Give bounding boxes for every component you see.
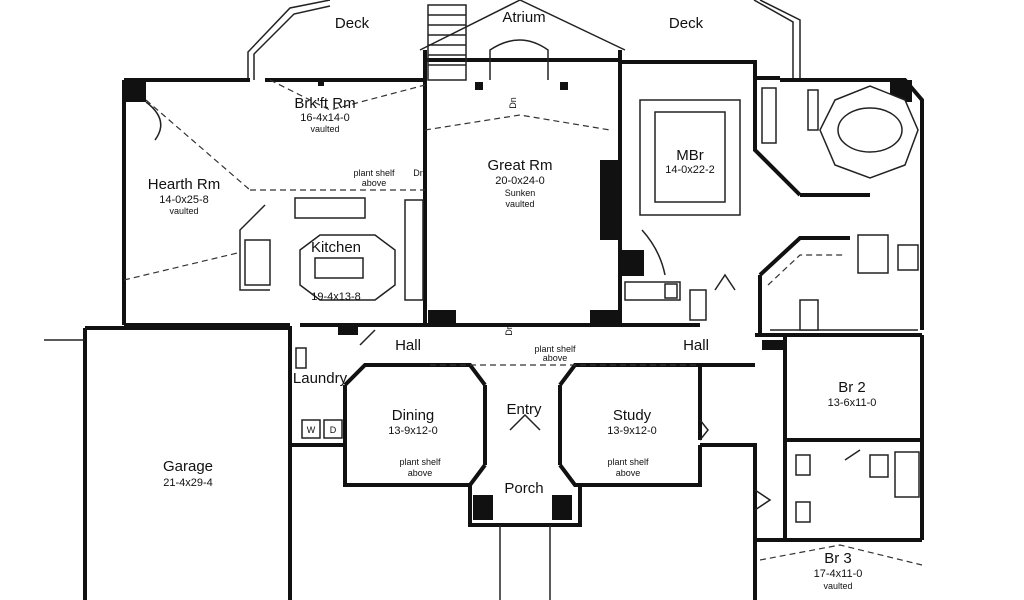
- hearth-label: Hearth Rm: [148, 176, 221, 193]
- br3-dims: 17-4x11-0: [814, 568, 863, 580]
- br3-note: vaulted: [823, 581, 852, 591]
- plant-shelf-above-dining: above: [408, 468, 433, 478]
- plant-shelf-note-dining: plant shelf: [399, 457, 441, 467]
- master-bath-fixtures: [761, 85, 919, 274]
- plant-shelf-note-hall: plant shelf: [534, 344, 576, 354]
- br3-label: Br 3: [824, 550, 852, 567]
- hall-bath-fixtures: [795, 451, 920, 523]
- great-room-label: Great Rm: [487, 157, 552, 174]
- porch-label: Porch: [504, 480, 543, 497]
- deck-right-outline: [753, 0, 801, 80]
- plant-shelf-above-kitchen: above: [362, 178, 387, 188]
- br2-label: Br 2: [838, 379, 866, 396]
- porch-steps: [499, 525, 551, 600]
- dining-dims: 13-9x12-0: [388, 425, 438, 437]
- walls: [44, 0, 924, 600]
- mbr-label: MBr: [676, 147, 704, 164]
- atrium-label: Atrium: [502, 9, 545, 26]
- powder-room-fixtures: [624, 281, 707, 321]
- plant-shelf-above-hall: above: [543, 353, 568, 363]
- hall-right-label: Hall: [683, 337, 709, 354]
- garage-label: Garage: [163, 458, 213, 475]
- deck-right-label: Deck: [669, 15, 704, 32]
- ceiling-lines: [123, 79, 923, 566]
- deck-left-label: Deck: [335, 15, 370, 32]
- study-label: Study: [613, 407, 652, 424]
- great-room-note-vaulted: vaulted: [505, 199, 534, 209]
- washer-label: W: [307, 425, 316, 435]
- great-room-dims: 20-0x24-0: [495, 175, 545, 187]
- garage-dims: 21-4x29-4: [163, 477, 213, 489]
- down-marker-atrium: Dn: [508, 97, 518, 109]
- great-room-note-sunken: Sunken: [505, 188, 536, 198]
- brkft-label: Brk'ft Rm: [294, 95, 355, 112]
- hearth-dims: 14-0x25-8: [159, 194, 209, 206]
- entry-label: Entry: [506, 401, 542, 418]
- br2-dims: 13-6x11-0: [828, 397, 877, 409]
- mbr-tray-ceiling: [639, 99, 741, 216]
- brkft-note: vaulted: [310, 124, 339, 134]
- doors: [145, 101, 861, 511]
- plant-shelf-note-study: plant shelf: [607, 457, 649, 467]
- plant-shelf-above-study: above: [616, 468, 641, 478]
- dryer-label: D: [330, 425, 337, 435]
- hall-left-label: Hall: [395, 337, 421, 354]
- hearth-note: vaulted: [169, 206, 198, 216]
- kitchen-label: Kitchen: [311, 239, 361, 256]
- atrium-stairs: [427, 4, 549, 81]
- posts: [124, 80, 912, 520]
- deck-left-outline: [247, 0, 331, 80]
- plant-shelf-note-kitchen: plant shelf: [353, 168, 395, 178]
- study-dims: 13-9x12-0: [607, 425, 657, 437]
- dining-label: Dining: [392, 407, 435, 424]
- down-marker-hall: Dn: [504, 324, 514, 336]
- down-marker-kitchen: Dn: [413, 168, 425, 178]
- kitchen-dims: 19-4x13-8: [311, 291, 361, 303]
- laundry-fixtures: [295, 347, 343, 439]
- closet: [767, 254, 918, 331]
- kitchen-fixtures: [239, 197, 424, 301]
- laundry-label: Laundry: [293, 370, 348, 387]
- mbr-dims: 14-0x22-2: [665, 164, 715, 176]
- brkft-dims: 16-4x14-0: [300, 112, 350, 124]
